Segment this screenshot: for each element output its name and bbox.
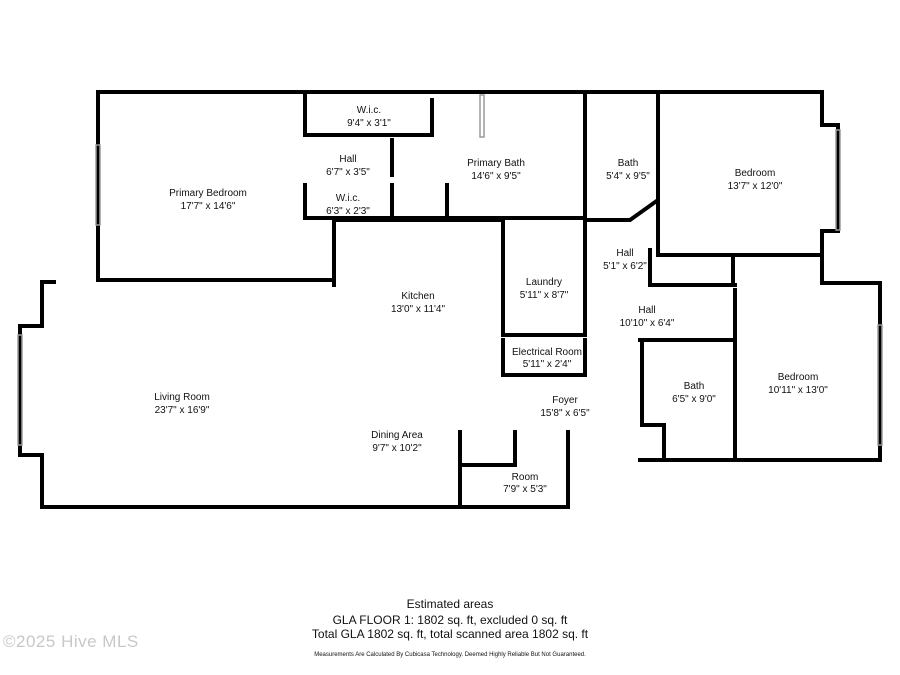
label-kitchen-dims: 13'0" x 11'4" (391, 304, 446, 315)
label-primary-bedroom-dims: 17'7" x 14'6" (181, 201, 236, 212)
label-hall-upper-dims: 6'7" x 3'5" (326, 167, 370, 178)
label-wic-small-name: W.i.c. (336, 193, 360, 204)
label-wic-small-dims: 6'3" x 2'3" (326, 206, 370, 217)
wall-living-outline (18, 280, 462, 509)
label-primary-bedroom-name: Primary Bedroom (169, 188, 247, 199)
footer-title: Estimated areas (406, 597, 494, 611)
label-foyer-dims: 15'8" x 6'5" (540, 408, 590, 419)
label-hall-main-dims: 10'10" x 6'4" (620, 318, 675, 329)
label-electrical-dims: 5'11" x 2'4" (523, 359, 572, 370)
label-bedroom-ne-dims: 13'7" x 12'0" (728, 181, 783, 192)
footer-disclaimer: Measurements Are Calculated By Cubicasa … (314, 652, 586, 658)
wall-top-outline (96, 90, 882, 462)
wall-bedroom-ne-bottom (656, 198, 824, 257)
window-living-left (17, 334, 23, 446)
label-laundry-dims: 5'11" x 8'7" (520, 290, 569, 301)
footer-gla-floor: GLA FLOOR 1: 1802 sq. ft, excluded 0 sq.… (332, 613, 568, 627)
label-bath-lower-name: Bath (684, 381, 705, 392)
label-bath-lower-dims: 6'5" x 9'0" (672, 394, 716, 405)
label-hall-mid-dims: 5'1" x 6'2" (603, 261, 647, 272)
label-bedroom-se-name: Bedroom (778, 372, 819, 383)
label-bedroom-se-dims: 10'11" x 13'0" (768, 385, 828, 396)
label-electrical-name: Electrical Room (512, 347, 582, 358)
window-bedroom-se (877, 324, 883, 446)
windows (17, 94, 883, 446)
wall-room-box (458, 430, 517, 467)
footer-total-gla: Total GLA 1802 sq. ft, total scanned are… (311, 627, 589, 641)
wall-room-right (458, 430, 570, 509)
label-living-room-dims: 23'7" x 16'9" (155, 405, 210, 416)
label-room-small-name: Room (512, 472, 539, 483)
wall-bath-lower-left (640, 338, 666, 462)
room-labels: W.i.c. 9'4" x 3'1" Hall 6'7" x 3'5" W.i.… (154, 105, 828, 495)
wall-hall-mid-right (648, 248, 737, 287)
label-bath-top-name: Bath (618, 158, 639, 169)
wall-electrical (501, 338, 587, 377)
label-laundry-name: Laundry (526, 277, 562, 288)
label-wic-top-name: W.i.c. (357, 105, 381, 116)
label-bedroom-ne-name: Bedroom (735, 168, 776, 179)
walls (18, 90, 882, 509)
watermark: ©2025 Hive MLS (3, 632, 139, 651)
label-primary-bath-name: Primary Bath (467, 158, 525, 169)
label-primary-bath-dims: 14'6" x 9'5" (471, 171, 521, 182)
wall-wic-top (303, 90, 434, 137)
label-hall-upper-name: Hall (339, 154, 356, 165)
label-bath-top-dims: 5'4" x 9'5" (606, 171, 650, 182)
label-wic-top-dims: 9'4" x 3'1" (347, 118, 391, 129)
label-dining-dims: 9'7" x 10'2" (372, 443, 422, 454)
window-bath-top (479, 94, 485, 138)
window-primary-left (95, 144, 101, 226)
label-living-room-name: Living Room (154, 392, 210, 403)
label-dining-name: Dining Area (371, 430, 423, 441)
label-hall-main-name: Hall (638, 305, 655, 316)
wall-bath-top-left (583, 90, 660, 222)
label-room-small-dims: 7'9" x 5'3" (503, 484, 547, 495)
window-bedroom-ne (835, 129, 841, 231)
label-foyer-name: Foyer (552, 395, 578, 406)
label-kitchen-name: Kitchen (401, 291, 434, 302)
wall-wic-small (390, 183, 449, 220)
label-hall-mid-name: Hall (616, 248, 633, 259)
